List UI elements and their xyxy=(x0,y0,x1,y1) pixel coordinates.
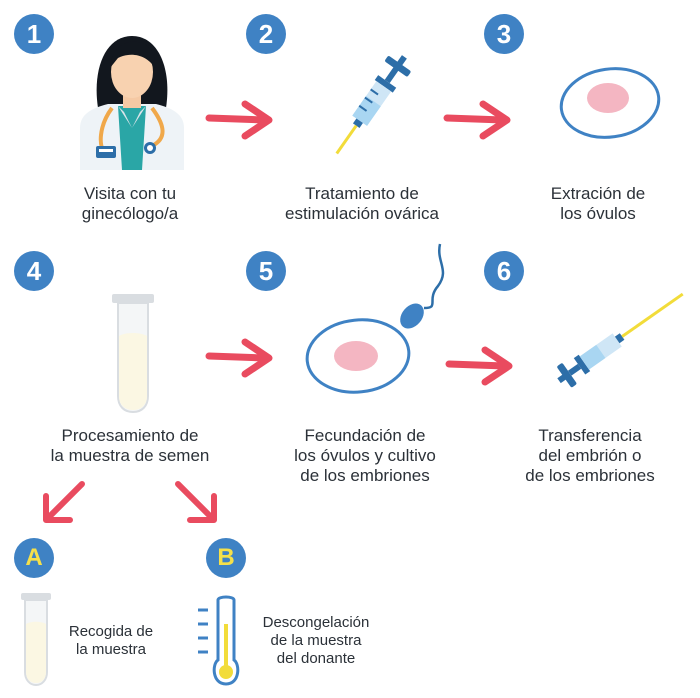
step-3-badge: 3 xyxy=(484,14,524,54)
step-4-badge: 4 xyxy=(14,251,54,291)
step-4-label: Procesamiento de la muestra de semen xyxy=(50,426,210,465)
step-5-badge: 5 xyxy=(246,251,286,291)
step-6-badge: 6 xyxy=(484,251,524,291)
test-tube-icon xyxy=(112,294,154,414)
step-2-badge: 2 xyxy=(246,14,286,54)
step-1-badge: 1 xyxy=(14,14,54,54)
arrow-right-icon xyxy=(205,100,273,140)
sample-tube-icon xyxy=(21,593,51,687)
catheter-icon xyxy=(557,292,684,388)
arrow-right-icon xyxy=(445,346,513,386)
option-b-badge: B xyxy=(206,538,246,578)
option-b-label: Descongelación de la muestra del donante xyxy=(262,614,370,667)
fertilization-icon xyxy=(305,243,445,394)
doctor-icon xyxy=(80,36,184,170)
step-2-label: Tratamiento de estimulación ovárica xyxy=(284,184,439,223)
option-a-label: Recogida de la muestra xyxy=(68,623,154,658)
arrow-down-right-icon xyxy=(175,481,217,523)
thermometer-icon xyxy=(198,595,240,686)
ovum-icon xyxy=(559,67,661,139)
arrow-down-left-icon xyxy=(43,481,85,523)
option-a-badge: A xyxy=(14,538,54,578)
step-1-label: Visita con tu ginecólogo/a xyxy=(81,184,179,223)
syringe-icon xyxy=(335,55,411,155)
step-6-label: Transferencia del embrión o de los embri… xyxy=(525,426,655,485)
step-5-label: Fecundación de los óvulos y cultivo de l… xyxy=(294,426,436,485)
arrow-right-icon xyxy=(443,100,511,140)
arrow-right-icon xyxy=(205,338,273,378)
step-3-label: Extración de los óvulos xyxy=(550,184,646,223)
